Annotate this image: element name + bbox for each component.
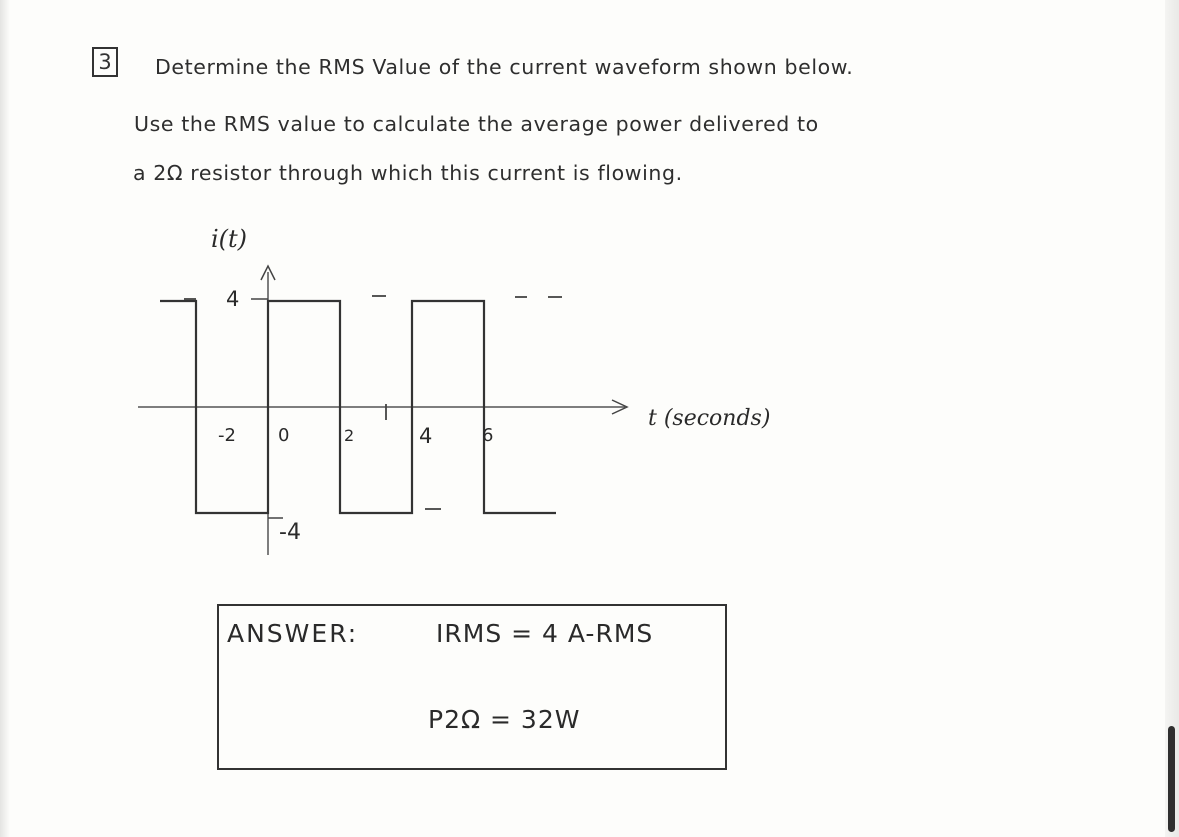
- x-tick-label-neg2: -2: [218, 425, 236, 446]
- scrollbar-track[interactable]: [1165, 0, 1179, 837]
- power-result: P2Ω = 32W: [428, 705, 581, 734]
- answer-box: [217, 604, 727, 770]
- problem-text-line-2: Use the RMS value to calculate the avera…: [134, 112, 819, 136]
- current-waveform: [160, 299, 556, 515]
- x-tick-label-2: 2: [344, 426, 354, 445]
- page-left-edge: [0, 0, 10, 837]
- scrollbar-thumb[interactable]: [1168, 726, 1175, 832]
- problem-text-line-3: a 2Ω resistor through which this current…: [133, 161, 683, 185]
- y-axis-label: i(t): [211, 225, 247, 253]
- i-axis-arrowhead: [260, 264, 276, 281]
- irms-result: IRMS = 4 A-RMS: [436, 619, 654, 648]
- y-tick-label-neg4: -4: [279, 520, 301, 545]
- y-tick-label-4: 4: [226, 287, 239, 311]
- problem-text-line-1: Determine the RMS Value of the current w…: [155, 55, 854, 79]
- x-tick-label-6: 6: [482, 425, 493, 446]
- x-axis-label: t (seconds): [648, 406, 770, 431]
- x-tick-label-0: 0: [278, 425, 289, 446]
- answer-label: ANSWER:: [227, 619, 359, 648]
- x-tick-label-4: 4: [419, 424, 432, 448]
- problem-number: 3: [92, 47, 118, 77]
- t-axis-arrowhead: [611, 399, 629, 415]
